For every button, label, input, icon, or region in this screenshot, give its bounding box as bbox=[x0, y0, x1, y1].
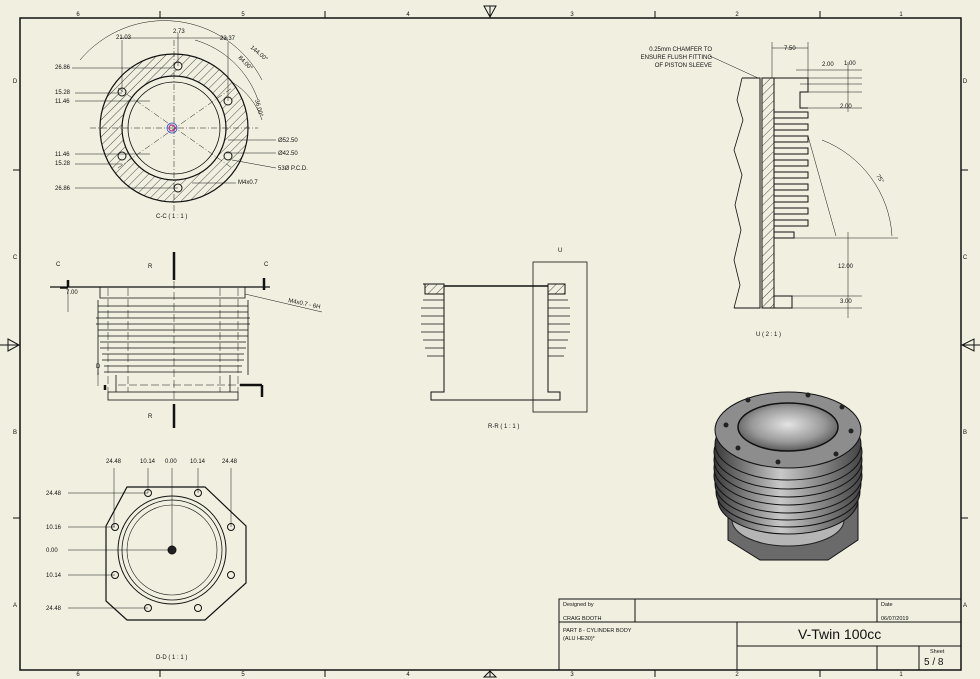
svg-text:6: 6 bbox=[76, 12, 80, 18]
svg-text:ENSURE FLUSH FITTING: ENSURE FLUSH FITTING bbox=[641, 55, 713, 61]
svg-text:12.00: 12.00 bbox=[838, 264, 854, 270]
svg-text:2: 2 bbox=[735, 12, 739, 18]
svg-text:A: A bbox=[13, 603, 17, 609]
svg-text:Ø42.50: Ø42.50 bbox=[278, 151, 298, 157]
part-name: PART 8 - CYLINDER BODY bbox=[563, 628, 632, 634]
svg-text:C: C bbox=[13, 255, 18, 261]
svg-text:84.00°: 84.00° bbox=[237, 55, 254, 72]
svg-text:Sheet: Sheet bbox=[930, 649, 945, 655]
svg-text:D: D bbox=[96, 364, 101, 370]
svg-text:0.25mm CHAMFER TO: 0.25mm CHAMFER TO bbox=[649, 47, 712, 53]
svg-text:M4x0.7: M4x0.7 bbox=[238, 180, 258, 186]
view-cc bbox=[72, 20, 277, 212]
svg-text:R: R bbox=[148, 414, 153, 420]
svg-text:11.46: 11.46 bbox=[55, 152, 70, 158]
svg-text:26.86: 26.86 bbox=[55, 65, 71, 71]
svg-text:15.28: 15.28 bbox=[55, 161, 71, 167]
svg-text:2: 2 bbox=[735, 672, 739, 678]
view-main-labels: C C R R D 7.00 M4x0.7 - 6H bbox=[56, 262, 321, 420]
svg-text:24.48: 24.48 bbox=[46, 491, 62, 497]
view-u-title: U ( 2 : 1 ) bbox=[756, 332, 781, 338]
svg-text:10.14: 10.14 bbox=[140, 459, 156, 465]
view-cc-title: C-C ( 1 : 1 ) bbox=[156, 214, 187, 220]
title-block bbox=[558, 598, 962, 671]
svg-text:D: D bbox=[963, 79, 968, 85]
svg-text:0.00: 0.00 bbox=[46, 548, 58, 554]
view-u bbox=[709, 42, 898, 318]
svg-text:1: 1 bbox=[899, 672, 903, 678]
svg-text:53Ø P.C.D.: 53Ø P.C.D. bbox=[278, 166, 308, 172]
svg-text:2.00: 2.00 bbox=[822, 62, 834, 68]
part-material: (ALU HE30)* bbox=[563, 636, 596, 642]
svg-text:10.14: 10.14 bbox=[46, 573, 62, 579]
svg-text:D: D bbox=[13, 79, 18, 85]
svg-text:144.00°: 144.00° bbox=[249, 45, 269, 63]
svg-text:2.73: 2.73 bbox=[173, 29, 185, 35]
svg-text:U: U bbox=[558, 248, 562, 254]
view-rr bbox=[421, 261, 588, 413]
drawing-frame bbox=[0, 5, 980, 678]
svg-text:B: B bbox=[963, 430, 967, 436]
svg-text:Ø52.50: Ø52.50 bbox=[278, 138, 298, 144]
svg-text:11.46: 11.46 bbox=[55, 99, 70, 105]
svg-text:26.86: 26.86 bbox=[55, 186, 71, 192]
view-dd bbox=[68, 468, 247, 621]
svg-text:Designed by: Designed by bbox=[563, 602, 594, 608]
svg-text:4: 4 bbox=[406, 12, 410, 18]
iso-render bbox=[713, 391, 863, 561]
svg-text:36.00°: 36.00° bbox=[253, 99, 263, 118]
svg-text:A: A bbox=[963, 603, 967, 609]
svg-text:24.48: 24.48 bbox=[222, 459, 238, 465]
svg-text:4: 4 bbox=[406, 672, 410, 678]
svg-text:3: 3 bbox=[570, 12, 574, 18]
svg-text:OF PISTON SLEEVE: OF PISTON SLEEVE bbox=[655, 63, 712, 69]
view-rr-title: R-R ( 1 : 1 ) bbox=[488, 424, 519, 430]
svg-text:1.00: 1.00 bbox=[844, 61, 856, 67]
svg-text:B: B bbox=[13, 430, 17, 436]
svg-text:3.00: 3.00 bbox=[840, 299, 852, 305]
view-dd-labels: 24.48 10.14 0.00 10.14 24.48 24.48 10.16… bbox=[46, 459, 238, 661]
svg-text:24.48: 24.48 bbox=[106, 459, 122, 465]
svg-text:M4x0.7 - 6H: M4x0.7 - 6H bbox=[288, 298, 321, 311]
svg-text:C: C bbox=[963, 255, 968, 261]
svg-text:2.00: 2.00 bbox=[840, 104, 852, 110]
svg-text:23.37: 23.37 bbox=[220, 36, 236, 42]
svg-text:10.14: 10.14 bbox=[190, 459, 206, 465]
designer-name: CRAIG BOOTH bbox=[563, 616, 602, 622]
svg-text:C: C bbox=[56, 262, 61, 268]
drawing-date: 06/07/2019 bbox=[881, 616, 909, 622]
view-dd-title: D-D ( 1 : 1 ) bbox=[156, 655, 187, 661]
svg-text:0.00: 0.00 bbox=[165, 459, 177, 465]
svg-text:7.50: 7.50 bbox=[784, 46, 796, 52]
sheet-number: 5 / 8 bbox=[924, 657, 944, 668]
drawing-title: V-Twin 100cc bbox=[798, 626, 881, 642]
svg-text:C: C bbox=[264, 262, 269, 268]
svg-text:5: 5 bbox=[241, 12, 245, 18]
svg-text:Date: Date bbox=[881, 602, 893, 608]
svg-text:5: 5 bbox=[241, 672, 245, 678]
svg-text:7.00: 7.00 bbox=[66, 290, 78, 296]
svg-text:15.28: 15.28 bbox=[55, 90, 71, 96]
view-main bbox=[50, 252, 323, 428]
svg-text:24.48: 24.48 bbox=[46, 606, 62, 612]
zone-labels: 6 5 4 3 2 1 6 5 4 3 2 1 D C B A D C B A bbox=[13, 12, 968, 678]
svg-text:10.16: 10.16 bbox=[46, 525, 62, 531]
svg-text:6: 6 bbox=[76, 672, 80, 678]
view-u-labels: 0.25mm CHAMFER TO ENSURE FLUSH FITTING O… bbox=[641, 46, 885, 338]
view-rr-labels: U R-R ( 1 : 1 ) bbox=[488, 248, 562, 430]
svg-text:R: R bbox=[148, 264, 153, 270]
svg-text:21.03: 21.03 bbox=[116, 35, 132, 41]
title-block-labels: Designed by CRAIG BOOTH Date 06/07/2019 … bbox=[563, 602, 945, 668]
svg-text:3: 3 bbox=[570, 672, 574, 678]
svg-text:75°: 75° bbox=[874, 174, 884, 185]
svg-text:1: 1 bbox=[899, 12, 903, 18]
